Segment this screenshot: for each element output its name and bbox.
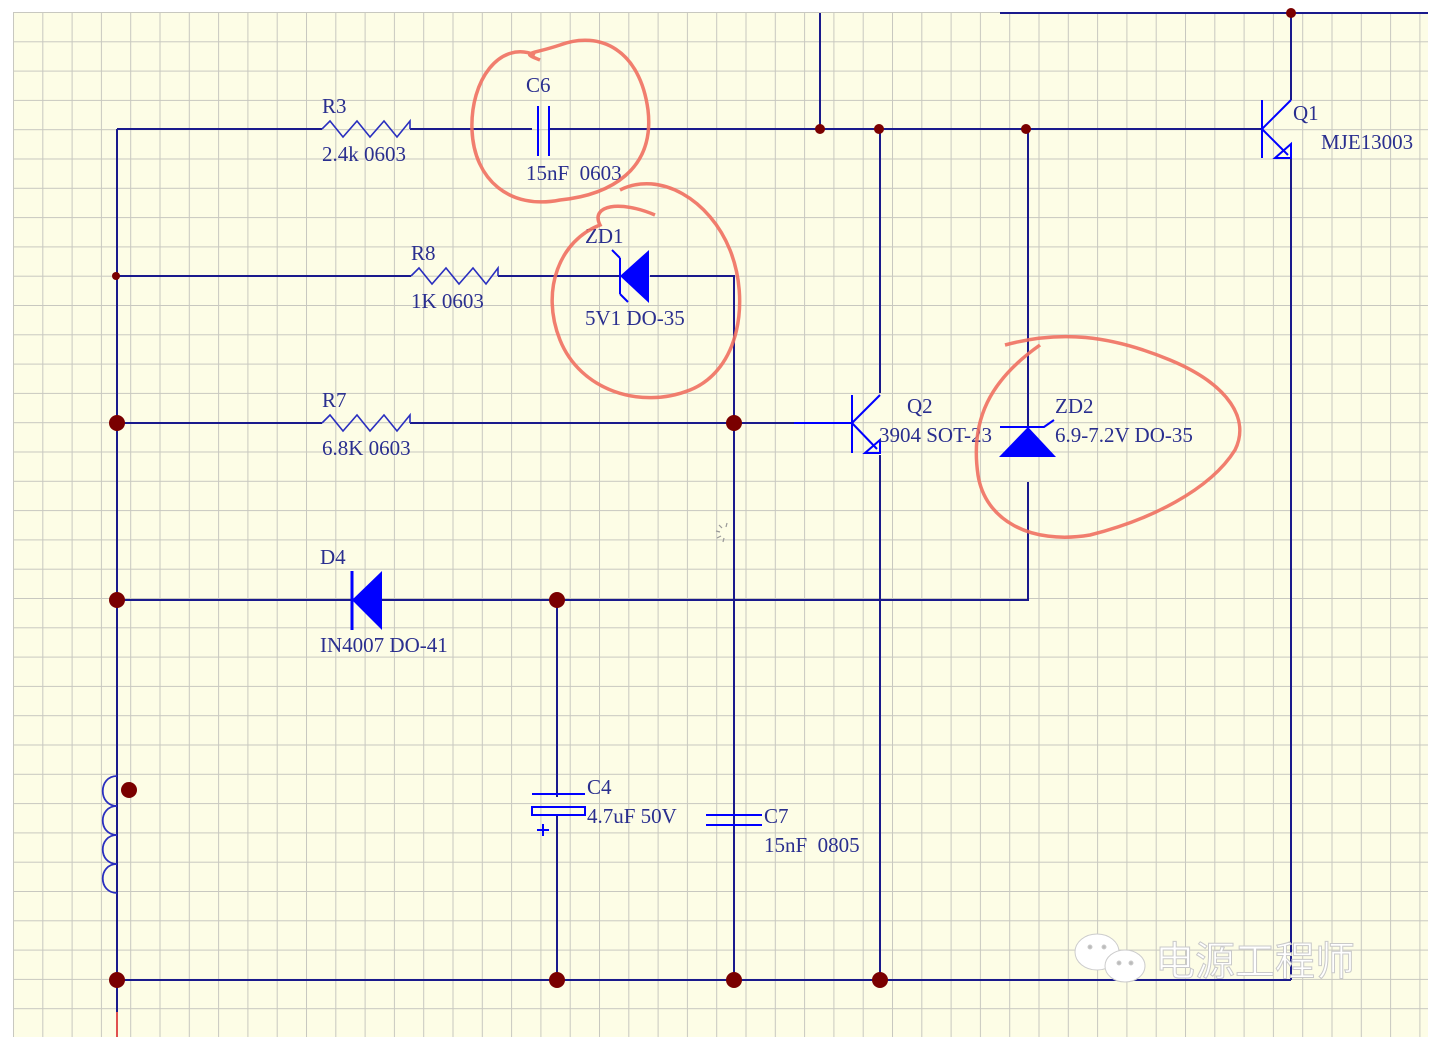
zener-zd2[interactable]: ZD2 6.9-7.2V DO-35 — [999, 394, 1193, 457]
resistor-r3[interactable]: R3 2.4k 0603 — [321, 94, 411, 166]
zener-zd1[interactable]: ZD1 5V1 DO-35 — [585, 224, 685, 330]
resistor-icon — [321, 118, 411, 139]
grid-sheet — [13, 12, 1428, 1037]
polarized-capacitor-icon — [531, 793, 586, 836]
zd1-value: 5V1 DO-35 — [585, 306, 685, 330]
zener-diode-icon — [999, 419, 1056, 457]
highlight-circle-c6 — [470, 38, 651, 204]
resistor-r8[interactable]: R8 1K 0603 — [410, 241, 499, 313]
c4-ref: C4 — [587, 775, 612, 799]
c4-value: 4.7uF 50V — [587, 804, 677, 828]
q1-ref: Q1 — [1293, 101, 1319, 125]
watermark: 电源工程师 — [1074, 933, 1356, 986]
diode-d4[interactable]: D4 IN4007 DO-41 — [320, 545, 448, 657]
transistor-q1[interactable]: Q1 MJE13003 — [1261, 99, 1413, 159]
c6-value: 15nF 0603 — [526, 161, 622, 185]
watermark-text: 电源工程师 — [1155, 939, 1355, 985]
c7-value: 15nF 0805 — [764, 833, 860, 857]
highlight-circle-zd2 — [974, 334, 1242, 539]
r3-ref: R3 — [322, 94, 347, 118]
capacitor-c7[interactable]: C7 15nF 0805 — [706, 804, 860, 857]
diode-icon — [350, 571, 382, 630]
annotations — [470, 38, 1242, 539]
r8-value: 1K 0603 — [411, 289, 484, 313]
c6-ref: C6 — [526, 73, 551, 97]
d4-value: IN4007 DO-41 — [320, 633, 448, 657]
capacitor-c6[interactable]: C6 15nF 0603 — [526, 73, 622, 185]
npn-transistor-icon — [794, 394, 881, 454]
highlight-circle-zd1 — [550, 182, 742, 400]
wechat-icon — [1074, 933, 1146, 983]
loading-spinner-icon — [715, 522, 728, 543]
r7-ref: R7 — [322, 388, 347, 412]
zd2-value: 6.9-7.2V DO-35 — [1055, 423, 1193, 447]
npn-transistor-icon — [1261, 99, 1292, 159]
r8-ref: R8 — [411, 241, 436, 265]
q2-value: 3904 SOT-23 — [879, 423, 992, 447]
transistor-q2[interactable]: Q2 3904 SOT-23 — [794, 394, 992, 454]
junctions — [109, 8, 1296, 988]
zd2-ref: ZD2 — [1055, 394, 1094, 418]
q2-ref: Q2 — [907, 394, 933, 418]
r3-value: 2.4k 0603 — [322, 142, 406, 166]
capacitor-c4[interactable]: C4 4.7uF 50V — [531, 775, 677, 836]
d4-ref: D4 — [320, 545, 346, 569]
r7-value: 6.8K 0603 — [322, 436, 411, 460]
wires — [116, 12, 1428, 1037]
capacitor-icon — [537, 106, 550, 156]
zener-diode-icon — [611, 249, 649, 303]
c7-ref: C7 — [764, 804, 789, 828]
capacitor-icon — [706, 814, 762, 826]
resistor-icon — [321, 412, 411, 433]
inductor-icon — [102, 775, 118, 894]
resistor-r7[interactable]: R7 6.8K 0603 — [321, 388, 411, 460]
q1-value: MJE13003 — [1321, 130, 1413, 154]
inductor[interactable] — [102, 775, 118, 894]
resistor-icon — [410, 265, 499, 286]
